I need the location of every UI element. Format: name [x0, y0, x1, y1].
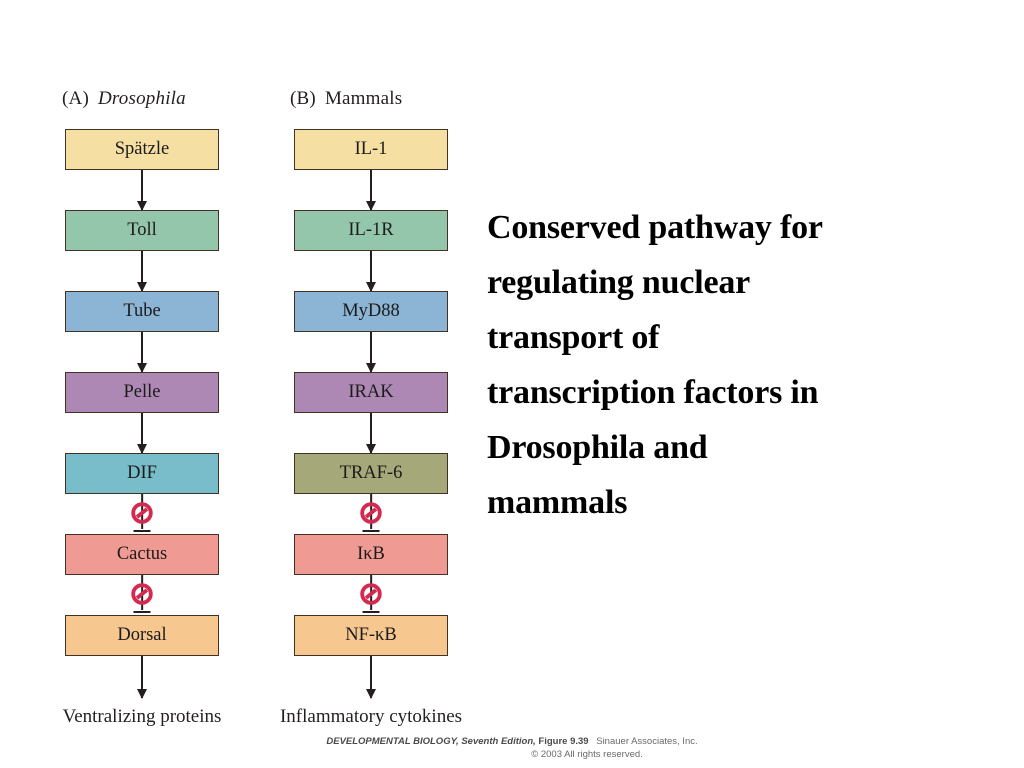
pathway-node: IκB [294, 534, 448, 575]
panel-a-header: (A) Drosophila [62, 88, 186, 110]
pathway-outcome-label: Ventralizing proteins [62, 706, 222, 727]
figure-title-line: transport of [487, 319, 660, 357]
pathway-node: IRAK [294, 372, 448, 413]
panel-b-header: (B) Mammals [290, 88, 402, 110]
no-entry-icon [360, 502, 382, 524]
pathway-node: NF-κB [294, 615, 448, 656]
credit-edition: Seventh Edition, [461, 736, 536, 747]
pathway-node: Cactus [65, 534, 219, 575]
no-entry-icon [360, 583, 382, 605]
figure-title-line: Drosophila and [487, 429, 708, 467]
pathway-node: Toll [65, 210, 219, 251]
activation-arrow [370, 332, 372, 372]
activation-arrow [370, 656, 372, 698]
pathway-node: IL-1R [294, 210, 448, 251]
pathway-node-label: Toll [127, 220, 157, 241]
activation-arrow [141, 170, 143, 210]
pathway-node-label: Cactus [116, 544, 168, 565]
inhibition-bar [362, 611, 380, 614]
pathway-node-label: IL-1R [348, 220, 394, 241]
pathway-node: TRAF-6 [294, 453, 448, 494]
inhibition-bar [133, 611, 151, 614]
pathway-node-label: DIF [127, 463, 157, 484]
pathway-node-label: Tube [123, 301, 161, 322]
pathway-node: DIF [65, 453, 219, 494]
pathway-node: Pelle [65, 372, 219, 413]
figure-title: Conserved pathway for regulating nuclear t… [487, 200, 957, 530]
pathway-node: MyD88 [294, 291, 448, 332]
inhibition-connector [125, 494, 159, 534]
pathway-outcome-label: Inflammatory cytokines [279, 706, 463, 727]
credit-book: DEVELOPMENTAL BIOLOGY, [326, 736, 459, 747]
figure-title-line: regulating nuclear [487, 264, 751, 302]
activation-arrow [370, 413, 372, 453]
activation-arrow [141, 251, 143, 291]
pathway-node: IL-1 [294, 129, 448, 170]
pathway-node-label: Pelle [123, 382, 161, 403]
inhibition-connector [125, 575, 159, 615]
credit-figure-number: Figure 9.39 [538, 736, 589, 747]
panel-b-tag: (B) [290, 88, 316, 109]
pathway-node-label: TRAF-6 [339, 463, 403, 484]
credit-footer: DEVELOPMENTAL BIOLOGY, Seventh Edition, … [0, 736, 1024, 760]
figure-title-line: Conserved pathway for [487, 209, 823, 246]
pathway-node-label: IRAK [348, 382, 394, 403]
pathway-node: Dorsal [65, 615, 219, 656]
inhibition-connector [354, 494, 388, 534]
panel-a-name: Drosophila [97, 88, 186, 109]
credit-line-1: DEVELOPMENTAL BIOLOGY, Seventh Edition, … [0, 736, 1024, 747]
pathway-node-label: Dorsal [117, 625, 167, 646]
inhibition-bar [362, 530, 380, 533]
pathway-node: Spätzle [65, 129, 219, 170]
credit-copyright: © 2003 All rights reserved. [531, 749, 643, 760]
activation-arrow [141, 413, 143, 453]
panel-a-tag: (A) [62, 88, 89, 109]
activation-arrow [141, 656, 143, 698]
panel-b-name: Mammals [324, 88, 403, 109]
activation-arrow [141, 332, 143, 372]
figure-title-line: transcription factors in [487, 374, 819, 412]
pathway-node-label: MyD88 [342, 301, 400, 322]
figure-title-line: mammals [487, 484, 628, 522]
inhibition-connector [354, 575, 388, 615]
activation-arrow [370, 251, 372, 291]
pathway-node-label: NF-κB [345, 625, 397, 646]
credit-publisher: Sinauer Associates, Inc. [596, 736, 698, 747]
pathway-node-label: IκB [357, 544, 385, 565]
no-entry-icon [131, 583, 153, 605]
pathway-node-label: Spätzle [114, 139, 170, 160]
inhibition-bar [133, 530, 151, 533]
pathway-node-label: IL-1 [354, 139, 388, 160]
no-entry-icon [131, 502, 153, 524]
pathway-node: Tube [65, 291, 219, 332]
activation-arrow [370, 170, 372, 210]
